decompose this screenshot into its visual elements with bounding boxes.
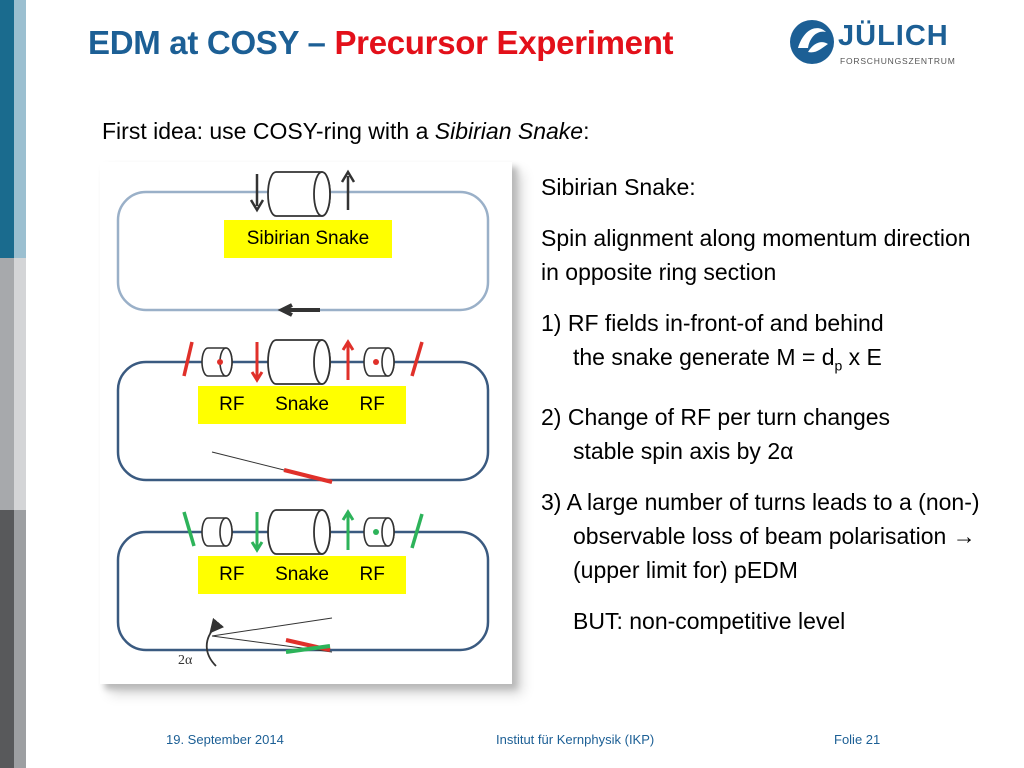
label-snake: Snake [275, 394, 329, 415]
explanation-text: Sibirian Snake: Spin alignment along mom… [541, 170, 991, 638]
diagram-svg: 2α [116, 169, 490, 668]
footer-date: 19. September 2014 [166, 732, 284, 747]
snake-magnet-1 [267, 171, 331, 217]
rf-cavity-2b [363, 347, 395, 377]
text-paragraph: Spin alignment along momentum direction … [541, 225, 971, 285]
item3-end: (upper limit for) pEDM [573, 556, 798, 583]
spin-arrow-up-1 [340, 169, 356, 210]
stripe-blue [0, 0, 14, 258]
stripe-grey [0, 258, 14, 510]
spin-arrow-red-2 [250, 342, 264, 383]
intro-line: First idea: use COSY-ring with a Sibiria… [102, 118, 589, 145]
text-item-1-line-2: the snake generate M = dp x E [541, 340, 991, 383]
text-conclusion: BUT: non-competitive level [573, 607, 846, 634]
label-snake: Snake [275, 564, 329, 585]
spin-arrow-red-3 [341, 339, 355, 380]
text-item-2-line-2: stable spin axis by 2α [573, 437, 794, 464]
title-highlight: Precursor Experiment [334, 24, 674, 61]
rf-cavity-2a [201, 347, 233, 377]
snake-diagram: 2α Sibirian Snake RF Snake RF RF Snake R… [100, 162, 512, 684]
label-rf-snake-rf-1: RF Snake RF [198, 386, 406, 424]
spin-arrow-green-4 [410, 513, 424, 549]
logo-name: JÜLICH [838, 20, 949, 52]
intro-colon: : [583, 118, 590, 144]
spin-tilt-3b [285, 644, 331, 654]
label-sibirian-snake: Sibirian Snake [224, 220, 392, 258]
juelich-logo: JÜLICH FORSCHUNGSZENTRUM [788, 14, 958, 74]
angle-label: 2α [178, 653, 193, 668]
momentum-arrow-1 [277, 303, 320, 317]
item1-subscript: p [834, 357, 843, 374]
spin-arrow-green-3 [341, 509, 355, 550]
spin-tilt-2 [283, 468, 333, 484]
text-heading: Sibirian Snake: [541, 174, 696, 200]
rf-cavity-3b [363, 517, 395, 547]
label-rf-right: RF [359, 394, 385, 415]
logo-icon [790, 20, 834, 64]
intro-emphasis: Sibirian Snake [434, 118, 584, 144]
spin-arrow-red-4 [410, 341, 424, 377]
angle-arc [205, 617, 225, 667]
spin-arrow-red-1 [182, 341, 194, 377]
stripe-light-grey [14, 258, 26, 510]
slide-title: EDM at COSY – Precursor Experiment [88, 24, 674, 62]
sidebar-stripes [0, 0, 28, 768]
stripe-light-blue [14, 0, 26, 258]
label-rf-right: RF [359, 564, 385, 585]
intro-text: First idea: use COSY-ring with a [102, 118, 435, 144]
logo-subtitle: FORSCHUNGSZENTRUM [840, 56, 956, 66]
label-rf-left: RF [219, 564, 245, 585]
arrow-icon: → [952, 522, 976, 549]
text-item-1-line-1: 1) RF fields in-front-of and behind [541, 310, 884, 336]
title-main: EDM at COSY – [88, 24, 335, 61]
label-rf-left: RF [219, 394, 245, 415]
label-rf-snake-rf-2: RF Snake RF [198, 556, 406, 594]
snake-magnet-2 [267, 339, 331, 385]
text-item-2-line-1: 2) Change of RF per turn changes [541, 403, 891, 430]
spin-arrow-green-1 [182, 511, 196, 547]
spin-arrow-down-1 [249, 174, 265, 213]
rf-cavity-3a [201, 517, 233, 547]
angle-line-b [211, 617, 333, 637]
item1-text: the snake generate M = d [573, 344, 835, 370]
stripe-mid-grey [14, 510, 26, 768]
stripe-dark-grey [0, 510, 14, 768]
footer-page: Folie 21 [834, 732, 881, 747]
footer-institute: Institut für Kernphysik (IKP) [496, 732, 655, 747]
item3-text: 3) A large number of turns leads to a (n… [541, 488, 980, 549]
item1-end: x E [842, 344, 882, 370]
text-item-3: 3) A large number of turns leads to a (n… [541, 485, 991, 587]
spin-arrow-green-2 [250, 512, 264, 553]
snake-magnet-3 [267, 509, 331, 555]
